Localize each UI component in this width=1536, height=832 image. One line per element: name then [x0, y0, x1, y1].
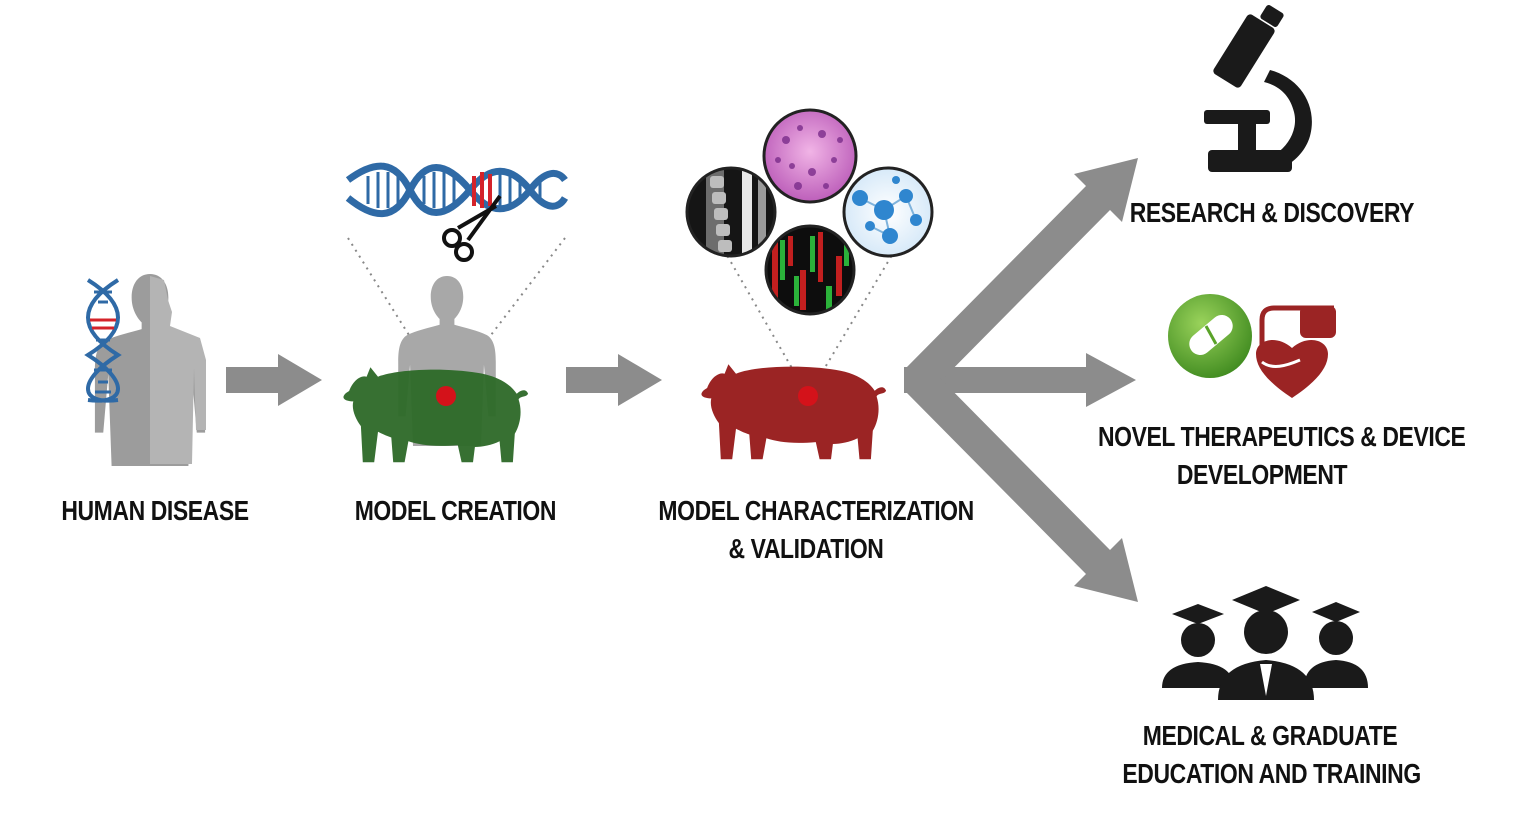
label-characterization-line2: & VALIDATION — [728, 533, 884, 564]
label-education-line1: MEDICAL & GRADUATE — [1142, 720, 1398, 751]
label-human-disease: HUMAN DISEASE — [61, 492, 250, 530]
arrow-2 — [566, 354, 662, 406]
molecule-image — [842, 166, 934, 258]
label-human-disease-text: HUMAN DISEASE — [61, 495, 249, 526]
human-disease-stage — [84, 274, 206, 466]
label-education-line2: EDUCATION AND TRAINING — [1122, 758, 1421, 789]
target-marker — [798, 386, 818, 406]
heatmap-image — [764, 224, 856, 316]
label-research: RESEARCH & DISCOVERY — [1129, 194, 1415, 232]
label-therapeutics-line1: NOVEL THERAPEUTICS & DEVICE — [1098, 421, 1466, 452]
histology-image — [762, 108, 858, 204]
label-model-creation: MODEL CREATION — [354, 492, 557, 530]
label-therapeutics: NOVEL THERAPEUTICS & DEVICE DEVELOPMENT — [1098, 418, 1466, 494]
pig-icon — [343, 367, 529, 463]
arrow-1 — [226, 354, 322, 406]
scissors-icon — [442, 194, 502, 262]
characterization-stage — [685, 108, 934, 460]
dna-edit-icon — [345, 162, 569, 217]
pig-icon — [701, 364, 887, 460]
label-model-creation-text: MODEL CREATION — [354, 495, 557, 526]
zoom-lines — [347, 237, 566, 395]
heart-device-icon — [1256, 305, 1336, 398]
target-marker — [436, 386, 456, 406]
human-silhouette-icon — [94, 274, 206, 466]
label-characterization-line1: MODEL CHARACTERIZATION — [658, 495, 974, 526]
dna-icon — [84, 278, 122, 403]
label-education: MEDICAL & GRADUATE EDUCATION AND TRAININ… — [1122, 717, 1421, 793]
graduates-icon — [1162, 586, 1368, 700]
mri-spine-image — [685, 166, 777, 258]
label-research-text: RESEARCH & DISCOVERY — [1129, 197, 1415, 228]
model-creation-stage — [343, 162, 569, 463]
branch-arrows — [904, 158, 1138, 602]
label-therapeutics-line2: DEVELOPMENT — [1176, 459, 1348, 490]
pill-icon — [1168, 294, 1252, 378]
label-characterization: MODEL CHARACTERIZATION & VALIDATION — [658, 492, 974, 568]
microscope-icon — [1204, 5, 1312, 172]
